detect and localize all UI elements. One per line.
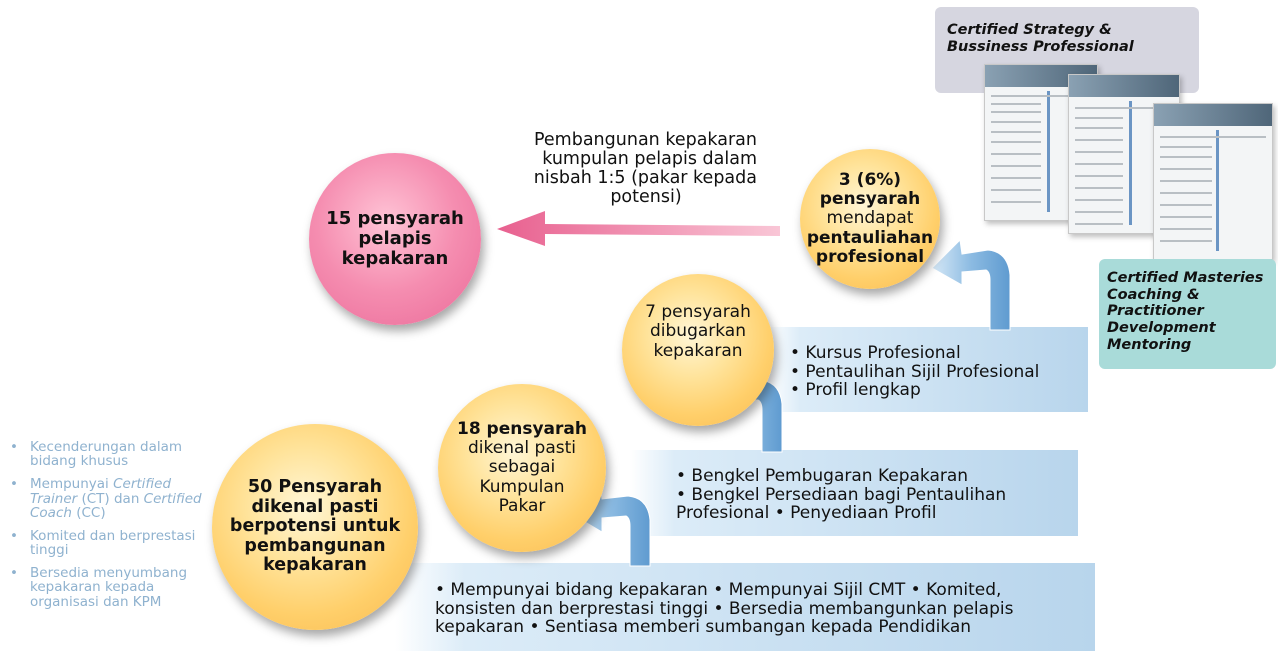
band3-line1: • Mempunyai bidang kepakaran • Mempunyai… [435,580,1002,600]
band2-line1: • Bengkel Pembugaran Kepakaran [676,466,969,486]
masteries-line5: Mentoring [1107,336,1192,353]
caption-line4: potensi) [610,186,682,207]
c18-line5: Pakar [498,495,546,516]
band2-line2: • Bengkel Persediaan bagi Pentaulihan [676,484,1007,505]
c3-line4: pentauliahan [806,227,934,248]
band1-line1: • Kursus Profesional [790,343,961,363]
criteria-list: Kecenderungan dalam bidang khusus Mempun… [8,440,213,618]
criteria-item: Kecenderungan dalam bidang khusus [8,440,213,468]
c18-line3: sebagai [488,457,556,478]
band3-text: • Mempunyai bidang kepakaran • Mempunyai… [435,581,1013,637]
masteries-line2: Coaching & [1107,286,1200,303]
masteries-line3: Practitioner [1107,303,1204,320]
strategy-line1: Certified Strategy & [947,22,1112,38]
band2-text: • Bengkel Pembugaran Kepakaran • Bengkel… [676,467,1006,523]
band1-line2: • Pentaulihan Sijil Profesional [790,361,1040,382]
circle-3-pensyarah: 3 (6%) pensyarah mendapat pentauliahan p… [800,149,940,289]
c50-line4: pembangunan [244,535,386,556]
certified-masteries-label: Certified Masteries Coaching & Practitio… [1099,259,1276,369]
c50-line3: berpotensi untuk [229,516,401,537]
c50-line5: kepakaran [263,555,367,576]
c15-line3: kepakaran [341,248,449,270]
circle-7-pensyarah: 7 pensyarah dibugarkan kepakaran [622,274,774,426]
c3-line3: mendapat [826,208,914,229]
circle-15-pensyarah: 15 pensyarah pelapis kepakaran [309,153,481,325]
c50-line2: dikenal pasti [251,496,379,517]
c50-line1: 50 Pensyarah [247,477,383,498]
c3-line1: 3 (6%) [838,170,902,191]
band2-line3: Profesional • Penyediaan Profil [676,503,937,524]
criteria-item: Mempunyai Certified Trainer (CT) dan Cer… [8,477,213,520]
criteria-item: Komited dan berprestasi tinggi [8,529,213,557]
band3-line2: konsisten dan berprestasi tinggi • Berse… [435,598,1014,619]
c18-line2: dikenal pasti [468,438,576,459]
c18-line1: 18 pensyarah [456,419,587,440]
band3-line3: kepakaran • Sentiasa memberi sumbangan k… [435,617,972,638]
c15-line2: pelapis [358,227,432,249]
criteria-item: Bersedia menyumbang kepakaran kepada org… [8,566,213,609]
c3-line2: pensyarah [819,189,921,210]
c18-line4: Kumpulan [479,476,565,497]
c3-line5: profesional [815,246,925,267]
masteries-line4: Development [1107,320,1216,337]
band-professional-courses [768,327,1088,412]
band-criteria [395,563,1095,651]
band1-text: • Kursus Profesional • Pentaulihan Sijil… [790,344,1039,400]
band1-line3: • Profil lengkap [790,380,921,401]
band-workshops [630,450,1078,536]
c15-line1: 15 pensyarah [326,207,464,229]
caption-line1: Pembangunan kepakaran [533,130,757,150]
caption-line3: nisbah 1:5 (pakar kepada [533,167,757,188]
c7-line2: dibugarkan [649,321,746,342]
circle-50-pensyarah: 50 Pensyarah dikenal pasti berpotensi un… [212,424,418,630]
circle-18-pensyarah: 18 pensyarah dikenal pasti sebagai Kumpu… [438,384,606,552]
strategy-line2: Bussiness Professional [947,38,1134,55]
certificate-document-3 [1153,103,1273,260]
arrow-caption: Pembangunan kepakaran kumpulan pelapis d… [495,131,757,207]
curved-arrow-up-icon [931,238,1011,331]
arrow-left-icon [497,211,780,246]
masteries-line1: Certified Masteries [1107,270,1264,286]
c7-line1: 7 pensyarah [645,302,751,323]
c7-line3: kepakaran [653,340,743,361]
caption-line2: kumpulan pelapis dalam [542,148,757,169]
